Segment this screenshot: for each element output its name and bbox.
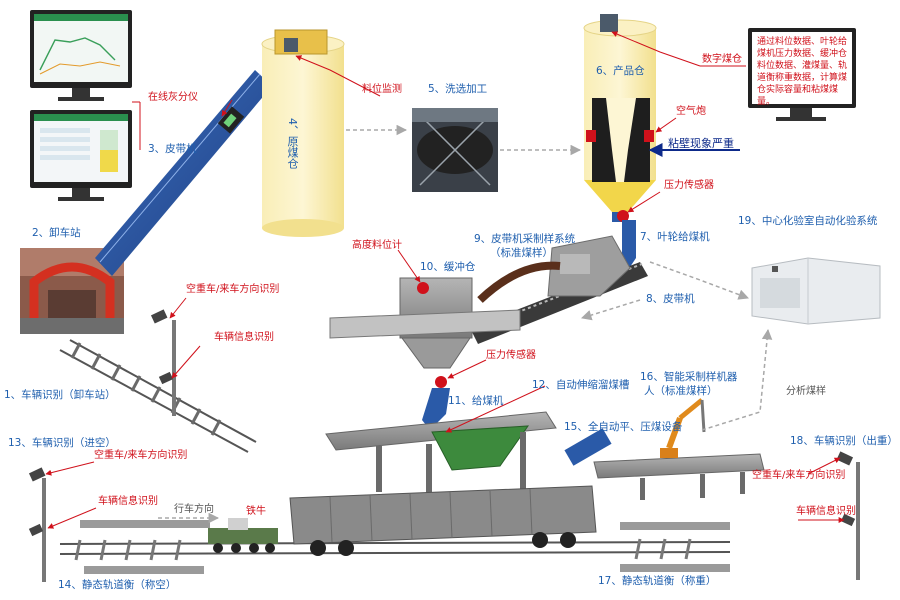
belt-conveyor-3 (95, 70, 272, 276)
label-12: 12、自动伸缩溜煤槽 (532, 379, 630, 391)
label-15: 15、全自动平、压煤设备 (564, 421, 683, 433)
note-sticky-wall: 粘壁现象严重 (668, 137, 734, 150)
label-5: 5、洗选加工 (428, 83, 488, 95)
monitor-top (30, 10, 132, 101)
note-pressure-sensor-1: 压力传感器 (664, 180, 714, 191)
loading-platform (325, 411, 557, 494)
note-analyze-sample: 分析煤样 (786, 386, 826, 397)
belt-sampling-system (477, 235, 631, 303)
note-info-3: 车辆信息识别 (796, 506, 856, 517)
label-19: 19、中心化验室自动化验系统 (738, 215, 878, 227)
label-2: 2、卸车站 (32, 227, 81, 239)
raw-coal-silo (261, 29, 345, 237)
central-lab-unit (751, 257, 881, 325)
monitor-bottom (30, 110, 132, 201)
note-ash-analyzer: 在线灰分仪 (148, 92, 198, 103)
coal-feeder (422, 388, 450, 430)
buffer-bin (329, 277, 521, 369)
label-11: 11、给煤机 (448, 395, 504, 407)
pressure-sensor-2 (435, 376, 447, 388)
note-info-1: 车辆信息识别 (214, 332, 274, 343)
monitor-right (748, 28, 856, 121)
washing-plant-image (412, 108, 498, 192)
note-travel-direction: 行车方向 (174, 504, 214, 515)
note-info-2: 车辆信息识别 (98, 496, 158, 507)
label-16b: 人（标准煤样） (644, 385, 718, 397)
label-1: 1、车辆识别（卸车站） (4, 389, 116, 401)
camera-pole-3 (836, 451, 860, 580)
leveling-device (564, 428, 612, 466)
label-10: 10、缓冲仓 (420, 261, 476, 273)
label-17: 17、静态轨道衡（称重） (598, 575, 717, 587)
pressure-sensor-1 (617, 210, 629, 222)
label-4: 4、原煤仓 (286, 118, 299, 169)
label-16: 16、智能采制样机器 (640, 371, 738, 383)
note-pressure-sensor-2: 压力传感器 (486, 350, 536, 361)
note-direction-2: 空重车/来车方向识别 (94, 450, 188, 461)
label-3: 3、皮带机 (148, 143, 197, 155)
label-8: 8、皮带机 (646, 293, 695, 305)
product-silo (583, 14, 657, 222)
label-6: 6、产品仓 (596, 65, 645, 77)
label-18: 18、车辆识别（出重） (790, 435, 898, 447)
note-locomotive: 铁牛 (246, 506, 266, 517)
wagon-icon (289, 485, 597, 556)
label-13: 13、车辆识别（进空） (8, 437, 116, 449)
note-height-level: 高度料位计 (352, 240, 402, 251)
impeller-feeder (622, 220, 636, 270)
rail-tracks (59, 520, 731, 574)
locomotive-icon (208, 518, 278, 553)
note-level-monitoring: 料位监测 (362, 84, 402, 95)
robot-arm-icon (660, 398, 706, 458)
label-14: 14、静态轨道衡（称空） (58, 579, 177, 591)
label-9: 9、皮带机采制样系统 (474, 233, 576, 245)
camera-pole-2 (28, 467, 46, 582)
label-9b: （标准煤样） (490, 247, 553, 259)
note-digital-silo: 数字煤仓 (702, 54, 742, 65)
note-direction-1: 空重车/来车方向识别 (186, 284, 280, 295)
note-direction-3: 空重车/来车方向识别 (752, 470, 846, 481)
camera-pole-1 (150, 309, 176, 416)
note-air-cannon: 空气炮 (676, 106, 706, 117)
robot-sampling-platform (593, 453, 765, 500)
label-7: 7、叶轮给煤机 (640, 231, 710, 243)
digital-silo-description: 通过料位数据、叶轮给煤机压力数据、缓冲仓料位数据、灌煤量、轨道衡称重数据，计算煤… (757, 37, 848, 107)
